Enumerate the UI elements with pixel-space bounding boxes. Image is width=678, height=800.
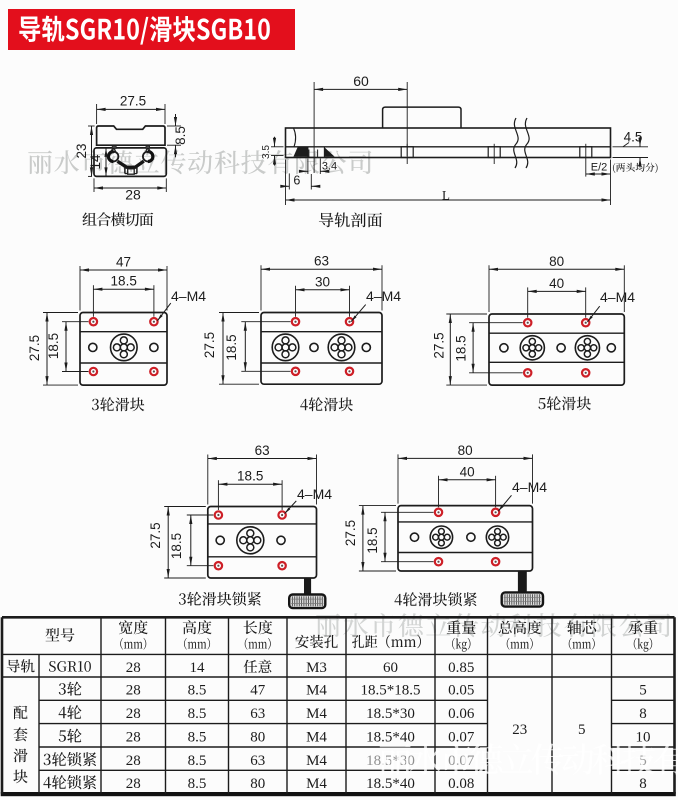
svg-text:63: 63 xyxy=(250,706,265,722)
svg-text:8.5: 8.5 xyxy=(188,706,207,722)
svg-text:27.5: 27.5 xyxy=(343,520,358,546)
svg-text:8.5: 8.5 xyxy=(188,730,207,746)
svg-text:40: 40 xyxy=(549,276,564,291)
svg-text:28: 28 xyxy=(125,187,141,203)
svg-text:0.08: 0.08 xyxy=(448,776,474,792)
svg-text:80: 80 xyxy=(549,254,564,269)
svg-text:18.5*40: 18.5*40 xyxy=(366,730,415,746)
svg-text:28: 28 xyxy=(126,776,141,792)
svg-text:6: 6 xyxy=(293,174,300,188)
svg-text:0.85: 0.85 xyxy=(448,660,474,676)
svg-text:14: 14 xyxy=(88,154,103,170)
svg-text:M4: M4 xyxy=(306,730,327,746)
svg-text:18.5*30: 18.5*30 xyxy=(366,753,415,769)
svg-text:63: 63 xyxy=(250,753,265,769)
svg-text:18.5*40: 18.5*40 xyxy=(366,776,415,792)
svg-text:47: 47 xyxy=(250,683,266,699)
svg-text:28: 28 xyxy=(126,683,141,699)
svg-text:0.05: 0.05 xyxy=(448,683,474,699)
svg-text:27.5: 27.5 xyxy=(27,335,42,361)
svg-text:18.5: 18.5 xyxy=(169,533,184,559)
svg-text:30: 30 xyxy=(315,274,330,289)
svg-text:8.5: 8.5 xyxy=(188,753,207,769)
svg-text:5: 5 xyxy=(639,683,647,699)
svg-text:23: 23 xyxy=(74,143,89,158)
svg-text:5: 5 xyxy=(578,722,586,738)
svg-text:80: 80 xyxy=(250,776,265,792)
svg-text:18.5: 18.5 xyxy=(224,334,239,360)
svg-text:0.07: 0.07 xyxy=(448,730,475,746)
svg-text:M4: M4 xyxy=(306,753,327,769)
svg-text:M4: M4 xyxy=(306,683,327,699)
svg-text:L: L xyxy=(442,188,450,203)
svg-text:27.5: 27.5 xyxy=(148,522,163,548)
svg-text:4–M4: 4–M4 xyxy=(512,479,547,495)
svg-text:4–M4: 4–M4 xyxy=(366,288,401,304)
svg-text:18.5: 18.5 xyxy=(237,469,263,484)
svg-text:3.5: 3.5 xyxy=(261,145,272,159)
svg-text:M4: M4 xyxy=(306,776,327,792)
svg-text:18.5: 18.5 xyxy=(46,333,61,359)
svg-text:28: 28 xyxy=(126,730,141,746)
svg-text:10: 10 xyxy=(636,730,651,746)
svg-text:60: 60 xyxy=(353,73,369,89)
svg-text:4–M4: 4–M4 xyxy=(171,288,206,304)
svg-text:18.5: 18.5 xyxy=(111,274,137,289)
svg-text:3.4: 3.4 xyxy=(322,161,337,173)
svg-text:27.5: 27.5 xyxy=(202,332,217,358)
svg-text:E/2: E/2 xyxy=(591,162,608,174)
svg-text:18.5: 18.5 xyxy=(453,335,468,361)
svg-text:4–M4: 4–M4 xyxy=(600,289,635,305)
svg-text:M4: M4 xyxy=(306,706,327,722)
svg-text:60: 60 xyxy=(383,660,398,676)
svg-text:M3: M3 xyxy=(306,660,327,676)
svg-text:8.5: 8.5 xyxy=(188,683,207,699)
svg-text:40: 40 xyxy=(460,464,475,479)
svg-text:4.5: 4.5 xyxy=(624,130,643,145)
svg-text:28: 28 xyxy=(126,660,141,676)
svg-text:28: 28 xyxy=(126,753,141,769)
svg-text:27.5: 27.5 xyxy=(120,94,146,109)
svg-text:80: 80 xyxy=(458,443,473,458)
svg-text:8.5: 8.5 xyxy=(188,776,207,792)
svg-text:4–M4: 4–M4 xyxy=(297,486,332,502)
svg-text:28: 28 xyxy=(126,706,141,722)
svg-text:8: 8 xyxy=(639,706,647,722)
svg-text:23: 23 xyxy=(512,722,527,738)
svg-text:47: 47 xyxy=(116,255,131,270)
svg-text:8.5: 8.5 xyxy=(173,126,188,145)
svg-text:8: 8 xyxy=(639,776,647,792)
svg-text:0.06: 0.06 xyxy=(448,706,475,722)
svg-text:18.5*30: 18.5*30 xyxy=(366,706,415,722)
svg-text:18.5*18.5: 18.5*18.5 xyxy=(361,683,421,699)
svg-text:80: 80 xyxy=(250,730,265,746)
svg-text:14: 14 xyxy=(190,660,206,676)
svg-text:5: 5 xyxy=(639,753,647,769)
svg-text:18.5: 18.5 xyxy=(365,527,380,553)
svg-text:63: 63 xyxy=(314,254,329,269)
svg-text:27.5: 27.5 xyxy=(432,332,447,358)
svg-text:63: 63 xyxy=(255,443,270,458)
